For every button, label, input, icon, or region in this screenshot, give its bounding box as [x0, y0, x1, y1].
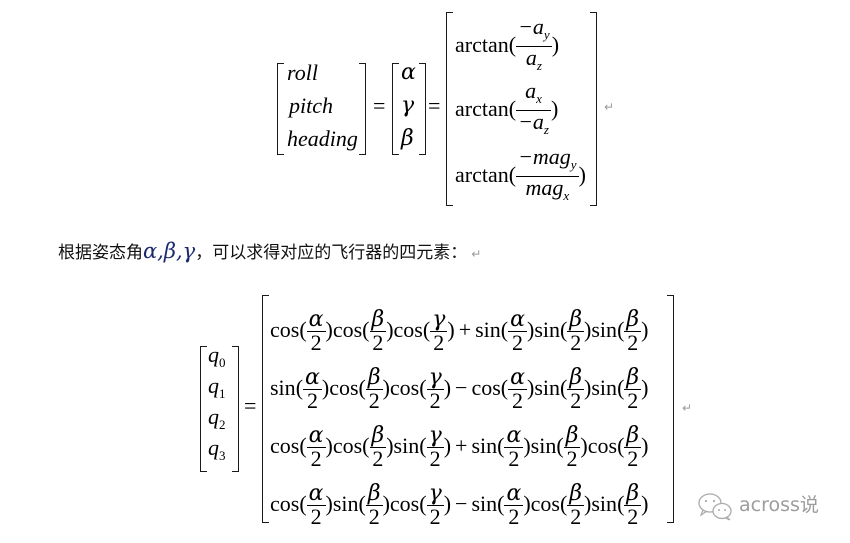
heading-label: heading — [287, 126, 358, 151]
watermark-text: across说 — [739, 494, 819, 516]
equals-sign: = — [428, 93, 441, 118]
greek-angles: α,β,γ — [143, 239, 196, 263]
right-bracket — [232, 346, 239, 472]
paragraph-return-mark: ↵ — [604, 100, 615, 114]
arctan-row-2: arctan(ax−az) — [455, 79, 558, 139]
paragraph-return-mark: ↵ — [682, 401, 693, 415]
right-bracket — [419, 63, 426, 155]
left-bracket — [262, 295, 269, 523]
q3: q3 — [208, 435, 226, 463]
equals-sign: = — [244, 393, 257, 418]
q0: q0 — [208, 342, 226, 370]
paragraph-text: 根据姿态角α,β,γ，可以求得对应的飞行器的四元素： ↵ — [58, 238, 481, 263]
right-bracket — [590, 12, 597, 206]
left-bracket — [392, 63, 399, 155]
right-bracket — [359, 63, 366, 155]
gamma-symbol: γ — [401, 93, 415, 118]
wechat-icon — [698, 493, 732, 521]
paragraph-return-mark: ↵ — [471, 247, 482, 261]
q1: q1 — [208, 373, 226, 401]
watermark: across说 — [697, 490, 819, 522]
equals-sign: = — [373, 93, 386, 118]
beta-symbol: β — [401, 126, 414, 151]
right-bracket — [667, 295, 674, 523]
roll-label: roll — [287, 60, 318, 85]
left-bracket — [446, 12, 453, 206]
q2: q2 — [208, 404, 226, 432]
pitch-label: pitch — [289, 93, 333, 118]
left-bracket — [200, 346, 207, 472]
left-bracket — [277, 63, 284, 155]
paragraph-prefix: 根据姿态角 — [58, 243, 143, 263]
alpha-symbol: α — [401, 60, 416, 85]
paragraph-suffix: ，可以求得对应的飞行器的四元素： — [195, 243, 468, 263]
